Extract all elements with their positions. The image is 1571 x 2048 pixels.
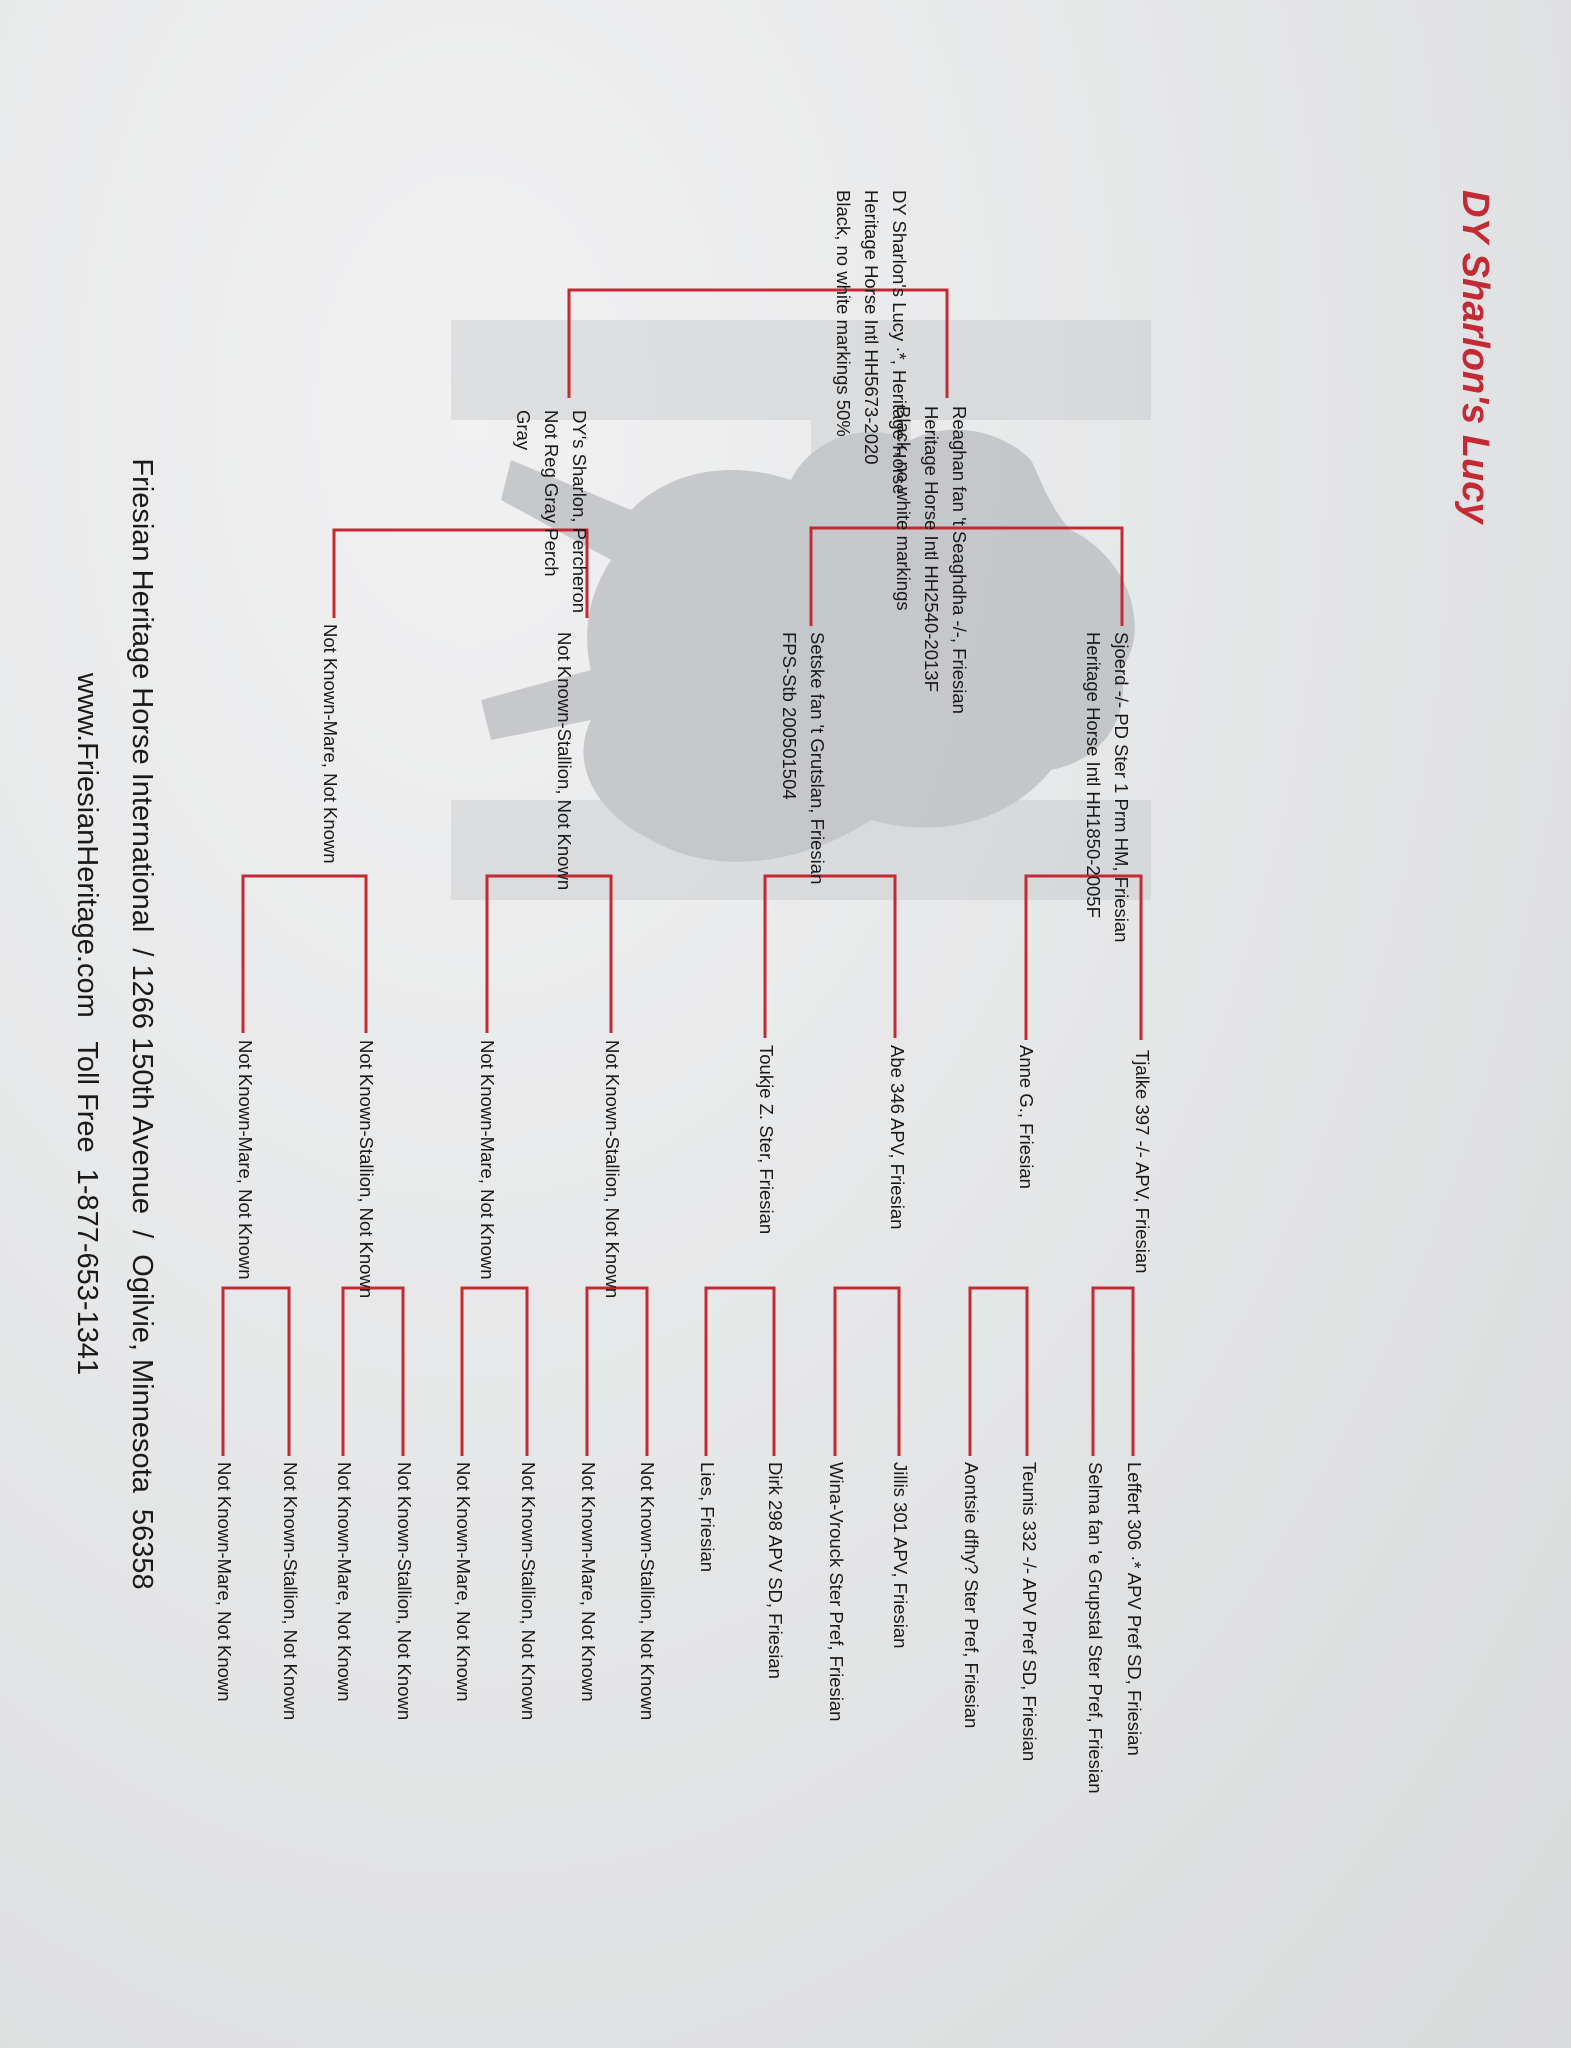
bracket-great-grandparent-0 <box>1091 1286 1135 1456</box>
grandparent-registry: Heritage Horse Intl HH1850-2005F <box>1083 632 1104 918</box>
bracket-great-grandparent-3 <box>704 1286 776 1456</box>
great-great-grandparent: Lies, Friesian <box>697 1462 718 1573</box>
great-great-grandparent: Not Known-Mare, Not Known <box>214 1462 235 1702</box>
sire-color: Black, no white markings <box>893 406 914 611</box>
footer-contact: www.FriesianHeritage.com Toll Free 1-877… <box>71 672 103 1376</box>
great-great-grandparent: Not Known-Stallion, Not Known <box>394 1462 415 1721</box>
horse-watermark-icon <box>451 320 1151 900</box>
great-great-grandparent: Leffert 306 ·* APV Pref SD, Friesian <box>1124 1462 1145 1756</box>
great-great-grandparent: Teunis 332 -/- APV Pref SD, Friesian <box>1019 1462 1040 1762</box>
footer-address: Friesian Heritage Horse International / … <box>126 458 158 1590</box>
great-grandparent: Not Known-Stallion, Not Known <box>602 1040 623 1299</box>
great-great-grandparent: Not Known-Stallion, Not Known <box>637 1462 658 1721</box>
great-great-grandparent: Aontsie dfhy? Ster Pref, Friesian <box>961 1462 982 1729</box>
great-grandparent: Not Known-Mare, Not Known <box>235 1040 256 1280</box>
great-grandparent: Anne G., Friesian <box>1016 1045 1037 1189</box>
great-great-grandparent: Not Known-Stallion, Not Known <box>280 1462 301 1721</box>
dam-registry: Not Reg Gray Perch <box>541 410 562 577</box>
bracket-great-grandparent-4 <box>585 1286 649 1456</box>
sire-name: Reaghan fan 't Seaghdha -/-, Friesian <box>949 406 970 714</box>
bracket-sire-dam <box>763 874 897 1038</box>
great-great-grandparent: Selma fan 'e Grupstal Ster Pref, Friesia… <box>1085 1462 1106 1794</box>
bracket-dam <box>332 528 589 618</box>
bracket-subject <box>567 288 949 398</box>
sire-info: Reaghan fan 't Seaghdha -/-, Friesian He… <box>889 406 973 714</box>
grandparent-name: Setske fan 't Grutslan, Friesian <box>807 632 828 885</box>
great-great-grandparent: Dirk 298 APV SD, Friesian <box>765 1462 786 1679</box>
bracket-dam-sire <box>485 874 613 1033</box>
bracket-great-grandparent-5 <box>460 1286 529 1456</box>
grandparent-dam-sire: Not Known-Stallion, Not Known <box>554 632 575 891</box>
grandparent-dam-dam: Not Known-Mare, Not Known <box>320 624 341 864</box>
bracket-sire <box>809 526 1124 626</box>
great-great-grandparent: Jillis 301 APV, Friesian <box>890 1462 911 1649</box>
sire-registry: Heritage Horse Intl HH2540-2013F <box>921 406 942 692</box>
dam-info: DY's Sharlon, Percheron Not Reg Gray Per… <box>509 410 593 613</box>
bracket-great-grandparent-7 <box>221 1286 291 1456</box>
great-great-grandparent: Not Known-Mare, Not Known <box>334 1462 355 1702</box>
great-grandparent: Not Known-Mare, Not Known <box>477 1040 498 1280</box>
great-grandparent: Abe 346 APV, Friesian <box>887 1045 908 1230</box>
grandparent-sire-sire: Sjoerd -/- PD Ster 1 Prm HM, Friesian He… <box>1079 632 1135 942</box>
bracket-great-grandparent-6 <box>341 1286 405 1456</box>
great-great-grandparent: Not Known-Stallion, Not Known <box>518 1462 539 1721</box>
great-great-grandparent: Not Known-Mare, Not Known <box>453 1462 474 1702</box>
great-great-grandparent: Not Known-Mare, Not Known <box>578 1462 599 1702</box>
bracket-great-grandparent-2 <box>833 1286 901 1456</box>
bracket-sire-sire <box>1024 874 1143 1040</box>
bracket-dam-dam <box>241 874 368 1033</box>
subject-color: Black, no white markings 50% <box>833 190 854 437</box>
grandparent-sire-dam: Setske fan 't Grutslan, Friesian FPS-Stb… <box>775 632 831 884</box>
great-great-grandparent: Wina-Vrouck Ster Pref, Friesian <box>826 1462 847 1722</box>
grandparent-registry: FPS-Stb 200501504 <box>779 632 800 800</box>
bracket-great-grandparent-1 <box>968 1286 1029 1456</box>
subject-registry: Heritage Horse Intl HH5673-2020 <box>861 190 882 465</box>
grandparent-name: Sjoerd -/- PD Ster 1 Prm HM, Friesian <box>1111 632 1132 943</box>
great-grandparent: Tjalke 397 -/- APV, Friesian <box>1132 1050 1153 1274</box>
great-grandparent: Toukje Z. Ster, Friesian <box>756 1045 777 1235</box>
dam-color: Gray <box>513 410 534 451</box>
dam-name: DY's Sharlon, Percheron <box>569 410 590 614</box>
great-grandparent: Not Known-Stallion, Not Known <box>356 1040 377 1299</box>
